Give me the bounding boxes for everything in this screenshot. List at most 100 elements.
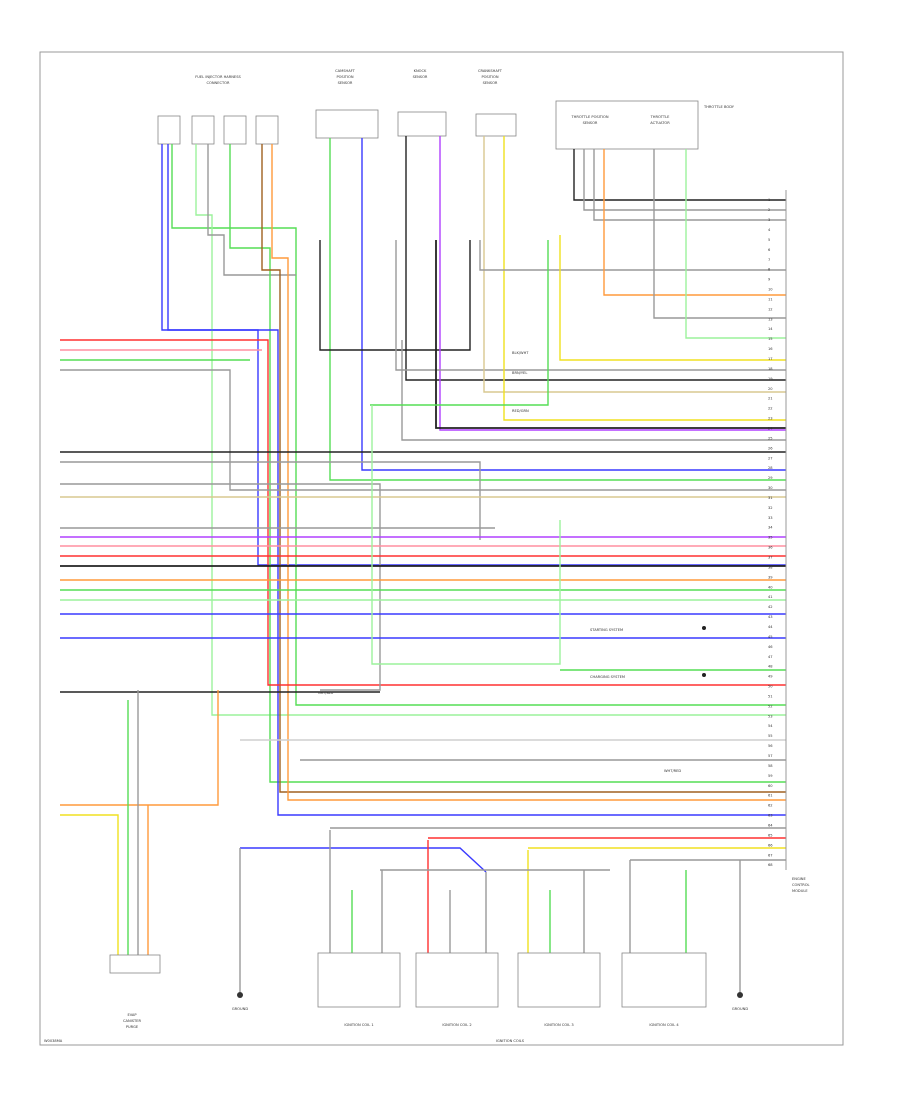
ecm-pin-label: 27 (768, 456, 773, 460)
ecm-pin-label: 6 (768, 248, 771, 252)
ecm-pin-label: 59 (768, 774, 773, 778)
ecm-pin-label: 49 (768, 675, 773, 679)
svg-text:IGNITION COIL 2: IGNITION COIL 2 (442, 1023, 471, 1027)
note-charging-marker (702, 673, 706, 677)
wire-inj-5 (229, 144, 786, 783)
wire-ks-3 (395, 240, 786, 371)
svg-text:SENSOR: SENSOR (583, 121, 598, 125)
wire-left-1 (60, 339, 786, 686)
crank-sensor-body (475, 113, 517, 137)
ecm-pin-column: 1234567891011121314151617181920212223242… (768, 198, 773, 867)
wire-ckp-2 (503, 136, 786, 421)
ecm-pin-label: 63 (768, 814, 773, 818)
svg-text:EVAP: EVAP (127, 1013, 137, 1017)
svg-text:ENGINE: ENGINE (792, 877, 806, 881)
component-label-knock-sensor: KNOCK SENSOR (413, 69, 428, 79)
wire-coil-feed-blue (240, 847, 487, 873)
svg-text:SENSOR: SENSOR (413, 75, 428, 79)
ecm-pin-label: 9 (768, 278, 771, 282)
svg-text:IGNITION COIL 4: IGNITION COIL 4 (649, 1023, 679, 1027)
svg-text:THROTTLE: THROTTLE (650, 115, 671, 119)
svg-text:POSITION: POSITION (336, 75, 353, 79)
ecm-pin-label: 8 (768, 268, 771, 272)
wire-tac-2 (685, 149, 786, 339)
ecm-pin-label: 40 (768, 585, 773, 589)
ecm-pin-label: 10 (768, 288, 773, 292)
svg-text:THROTTLE BODY: THROTTLE BODY (703, 105, 735, 109)
ecm-pin-label: 47 (768, 655, 773, 659)
wire-label-brn-yel: BRN/YEL (512, 371, 527, 375)
wire-inj-6 (261, 144, 786, 793)
wire-cmp-2 (361, 138, 786, 471)
ecm-pin-label: 14 (768, 327, 773, 331)
wire-left-6 (60, 461, 481, 540)
ecm-pin-label: 43 (768, 615, 773, 619)
wire-tps-2 (583, 149, 786, 211)
ignition-coil-1: IGNITION COIL 1 (317, 952, 401, 1027)
wire-inj-3 (195, 144, 786, 716)
wire-tps-5 (559, 235, 786, 361)
wire-ks-2 (439, 136, 786, 431)
ecm-pin-label: 16 (768, 347, 773, 351)
svg-text:SENSOR: SENSOR (483, 81, 498, 85)
wire-tps-4 (603, 149, 786, 296)
ecm-pin-label: 5 (768, 238, 770, 242)
ecm-pin-label: 20 (768, 387, 773, 391)
svg-text:CONTROL: CONTROL (792, 883, 810, 887)
svg-text:MODULE: MODULE (792, 889, 808, 893)
ecm-pin-label: 3 (768, 218, 770, 222)
wire-inj-8 (167, 144, 786, 816)
ecm-pin-label: 33 (768, 516, 773, 520)
svg-text:CRANKSHAFT: CRANKSHAFT (478, 69, 503, 73)
wire-cmp-1 (329, 138, 786, 481)
wire-ks-1 (405, 136, 786, 381)
wire-inj-4 (207, 144, 296, 276)
wire-left-20 (60, 690, 219, 806)
ecm-pin-label: 50 (768, 685, 773, 689)
ecm-pin-label: 11 (768, 297, 773, 301)
ecm-pin-label: 28 (768, 466, 773, 470)
ecm-pin-label: 38 (768, 565, 773, 569)
svg-text:FUEL INJECTOR HARNESS: FUEL INJECTOR HARNESS (195, 75, 241, 79)
ecm-pin-label: 24 (768, 426, 773, 430)
ecm-pin-label: 58 (768, 764, 773, 768)
wire-ckp-3 (479, 240, 786, 271)
ecm-pin-label: 12 (768, 307, 773, 311)
ecm-pin-label: 65 (768, 833, 773, 837)
svg-text:IGNITION COIL 3: IGNITION COIL 3 (544, 1023, 573, 1027)
ecm-pin-label: 61 (768, 794, 773, 798)
ecm-pin-label: 2 (768, 208, 770, 212)
ecm-pin-label: 17 (768, 357, 773, 361)
throttle-body-box: THROTTLE BODY THROTTLE POSITION SENSOR T… (555, 100, 735, 150)
note-starting-marker (702, 626, 706, 630)
ecm-pin-label: 4 (768, 228, 771, 232)
ecm-pin-label: 67 (768, 853, 773, 857)
ecm-pin-label: 48 (768, 665, 773, 669)
ecm-pin-label: 32 (768, 506, 773, 510)
ecm-pin-label: 7 (768, 258, 770, 262)
ecm-pin-label: 31 (768, 496, 773, 500)
ecm-pin-label: 64 (768, 823, 773, 827)
wire-label-wht-red: WHT/RED (664, 769, 681, 773)
svg-text:GROUND: GROUND (232, 1007, 248, 1011)
ecm-label: ENGINE CONTROL MODULE (792, 877, 810, 893)
ecm-pin-label: 30 (768, 486, 773, 490)
svg-text:THROTTLE POSITION: THROTTLE POSITION (570, 115, 608, 119)
ecm-pin-label: 21 (768, 397, 773, 401)
svg-text:ACTUATOR: ACTUATOR (650, 121, 670, 125)
wire-left-7 (60, 483, 381, 691)
wire-tps-3 (593, 149, 786, 221)
svg-text:POSITION: POSITION (481, 75, 498, 79)
fuel-injector-connector (157, 115, 279, 145)
component-label-fuel-injector-harness-connector: FUEL INJECTOR HARNESS CONNECTOR (195, 75, 241, 85)
ecm-pin-label: 51 (768, 694, 773, 698)
ecm-pin-label: 46 (768, 645, 773, 649)
svg-text:CAMSHAFT: CAMSHAFT (335, 69, 356, 73)
ecm-pin-label: 60 (768, 784, 773, 788)
wire-label-gry-blu: GRY/BLU (318, 691, 334, 695)
svg-text:IGNITION COIL 1: IGNITION COIL 1 (344, 1023, 373, 1027)
wire-mid-4 (371, 405, 561, 665)
note-starting-system: STARTING SYSTEM (590, 628, 623, 632)
wire-mid-3 (370, 240, 549, 406)
ignition-coil-4: IGNITION COIL 4 (621, 952, 707, 1027)
